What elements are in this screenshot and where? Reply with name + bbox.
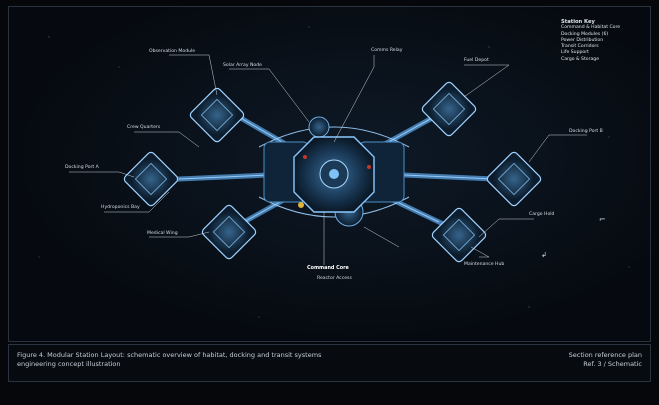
- callout-bottom-mid: Reactor Access: [317, 275, 352, 281]
- diagram-panel: Observation Module Solar Array Node Comm…: [8, 6, 651, 342]
- callout-left-mid: Docking Port A: [65, 164, 100, 170]
- command-core: [293, 136, 375, 213]
- yellow-indicator: [298, 202, 304, 208]
- callout-top-left: Observation Module: [149, 48, 195, 54]
- legend-line: Life Support: [561, 50, 589, 56]
- legend-line: Docking Modules (6): [561, 31, 609, 37]
- reference-line-2: Ref. 3 / Schematic: [583, 360, 642, 368]
- caption-bar: Figure 4. Modular Station Layout: schema…: [8, 344, 651, 382]
- red-indicator: [367, 165, 371, 169]
- station-diagram: Observation Module Solar Array Node Comm…: [38, 26, 630, 318]
- background-stars: [38, 26, 630, 318]
- callout-lower-right: Maintenance Hub: [464, 261, 504, 267]
- red-indicator: [303, 155, 307, 159]
- callout-upper-right: Fuel Depot: [464, 57, 489, 63]
- legend-line: Cargo & Storage: [561, 56, 600, 62]
- docking-modules: [123, 81, 542, 263]
- legend-line: Command & Habitat Core: [561, 25, 621, 31]
- reference-line-1: Section reference plan: [568, 351, 642, 359]
- glyph-mark: ↲: [541, 251, 547, 259]
- reference: Section reference plan Ref. 3 / Schemati…: [512, 351, 642, 369]
- callout-leaders: [69, 54, 587, 265]
- callout-right-mid: Docking Port B: [569, 128, 603, 134]
- legend: Station Key Command & Habitat Core Docki…: [561, 19, 645, 63]
- legend-line: Power Distribution: [561, 37, 604, 43]
- callout-left-lower: Hydroponics Bay: [101, 204, 140, 210]
- caption-line-1: Figure 4. Modular Station Layout: schema…: [17, 351, 322, 359]
- callout-lower-left: Medical Wing: [147, 230, 178, 236]
- callout-top-right: Comms Relay: [371, 47, 403, 53]
- caption: Figure 4. Modular Station Layout: schema…: [17, 351, 487, 369]
- callout-left-upper: Crew Quarters: [127, 124, 161, 130]
- callout-right-lower: Cargo Hold: [529, 211, 555, 217]
- callout-center: Command Core: [307, 265, 349, 271]
- callout-top-mid: Solar Array Node: [223, 62, 262, 68]
- legend-title: Station Key: [561, 19, 595, 25]
- legend-line: Transit Corridors: [561, 44, 599, 50]
- caption-line-2: engineering concept illustration: [17, 360, 121, 368]
- hook-glyph: ⌐: [599, 215, 606, 224]
